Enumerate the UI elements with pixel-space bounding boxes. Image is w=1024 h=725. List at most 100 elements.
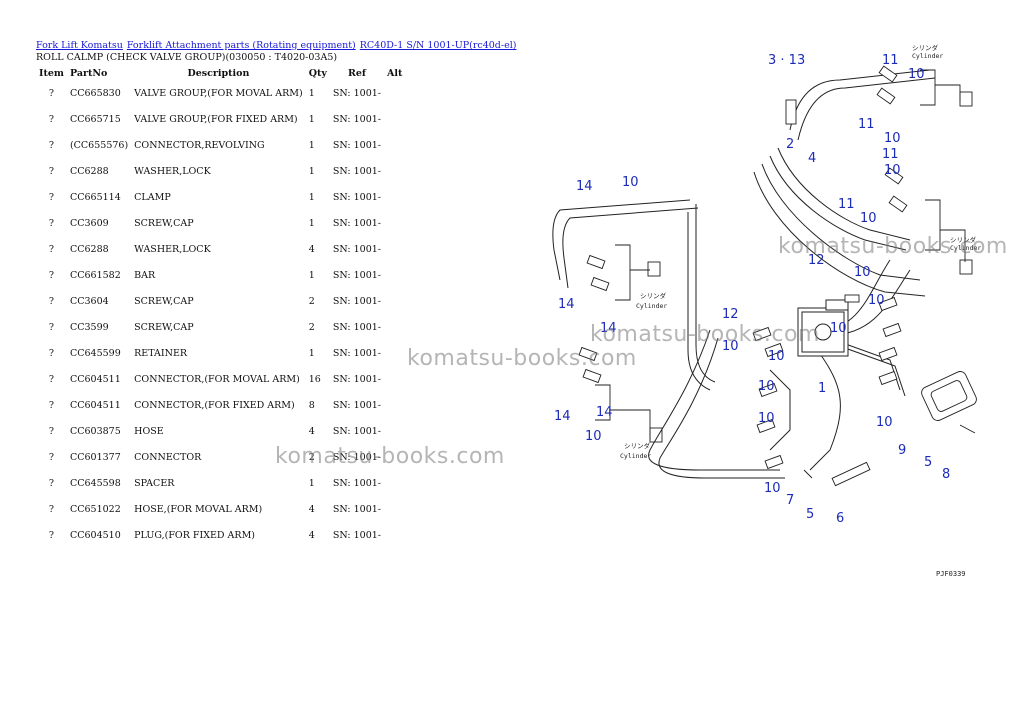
cell-description: HOSE xyxy=(134,425,164,437)
diagram-callout: 5 xyxy=(924,455,932,470)
diagram-callout: 5 xyxy=(806,507,814,522)
cell-partno: CC651022 xyxy=(69,503,121,515)
cell-ref: SN: 1001- xyxy=(332,321,381,333)
cell-qty: 1 xyxy=(308,477,315,489)
cylinder-label-jp-3: シリンダ xyxy=(640,291,667,300)
table-row: ? CC603875 HOSE 4 SN: 1001- xyxy=(36,418,405,444)
cell-description: SCREW,CAP xyxy=(134,321,194,333)
cylinder-label-jp-1: シリンダ xyxy=(912,43,939,52)
cell-qty: 1 xyxy=(308,165,315,177)
cell-ref: SN: 1001- xyxy=(332,425,381,437)
cell-ref: SN: 1001- xyxy=(332,347,381,359)
cell-partno: CC665715 xyxy=(69,113,121,125)
drawing-code: PJF0339 xyxy=(936,570,966,578)
cell-qty: 1 xyxy=(308,87,315,99)
breadcrumb-link-model[interactable]: RC40D-1 S/N 1001-UP(rc40d-el) xyxy=(359,40,517,51)
cell-item: ? xyxy=(48,217,55,229)
cell-alt xyxy=(384,496,405,522)
cell-description: CONNECTOR,REVOLVING xyxy=(134,139,265,151)
diagram-callout: 12 xyxy=(722,307,739,322)
cell-partno: CC604511 xyxy=(69,399,121,411)
cell-partno: CC6288 xyxy=(69,165,109,177)
diagram-callout: 14 xyxy=(558,297,575,312)
breadcrumb-link-section[interactable]: Forklift Attachment parts (Rotating equi… xyxy=(126,40,356,51)
cell-item: ? xyxy=(48,139,55,151)
cell-item: ? xyxy=(48,165,55,177)
cell-alt xyxy=(384,158,405,184)
cell-item: ? xyxy=(48,425,55,437)
cell-ref: SN: 1001- xyxy=(332,87,381,99)
diagram-callout: 7 xyxy=(786,493,794,508)
cell-alt xyxy=(384,210,405,236)
cell-ref: SN: 1001- xyxy=(332,399,381,411)
cell-description: RETAINER xyxy=(134,347,188,359)
cell-description: CONNECTOR xyxy=(134,451,202,463)
diagram-callout: 10 xyxy=(768,349,785,364)
cell-ref: SN: 1001- xyxy=(332,477,381,489)
cell-qty: 2 xyxy=(308,295,315,307)
cell-partno: CC665114 xyxy=(69,191,121,203)
cell-partno: CC645599 xyxy=(69,347,121,359)
column-header-ref: Ref xyxy=(347,67,366,79)
cell-item: ? xyxy=(48,113,55,125)
cell-qty: 8 xyxy=(308,399,315,411)
cell-description: WASHER,LOCK xyxy=(134,165,211,177)
cell-partno: CC661582 xyxy=(69,269,121,281)
diagram-callout: 10 xyxy=(830,321,847,336)
cell-alt xyxy=(384,392,405,418)
cell-description: SPACER xyxy=(134,477,175,489)
cell-description: VALVE GROUP,(FOR MOVAL ARM) xyxy=(134,87,303,99)
cell-alt xyxy=(384,418,405,444)
diagram-callout: 11 xyxy=(882,147,899,162)
cell-partno: CC601377 xyxy=(69,451,121,463)
diagram-callout: 6 xyxy=(836,511,844,526)
diagram-callout: 10 xyxy=(722,339,739,354)
breadcrumb-link-category[interactable]: Fork Lift Komatsu xyxy=(36,40,123,51)
cell-alt xyxy=(384,314,405,340)
diagram-callout: 10 xyxy=(884,163,901,178)
cell-alt xyxy=(384,522,405,548)
cylinder-label-1: Cylinder xyxy=(912,52,943,60)
cell-partno: CC3609 xyxy=(69,217,109,229)
cell-ref: SN: 1001- xyxy=(332,503,381,515)
cell-item: ? xyxy=(48,87,55,99)
diagram-callout: 10 xyxy=(876,415,893,430)
cell-partno: CC603875 xyxy=(69,425,121,437)
cell-partno: CC645598 xyxy=(69,477,121,489)
cell-qty: 4 xyxy=(308,425,315,437)
cell-description: SCREW,CAP xyxy=(134,295,194,307)
cell-item: ? xyxy=(48,295,55,307)
diagram-callout: 10 xyxy=(860,211,877,226)
diagram-callout: 10 xyxy=(764,481,781,496)
cell-ref: SN: 1001- xyxy=(332,139,381,151)
cell-alt xyxy=(384,80,405,106)
diagram-callout: 3 · 13 xyxy=(768,53,805,68)
diagram-callout: 9 xyxy=(898,443,906,458)
cell-alt xyxy=(384,366,405,392)
diagram-callout: 14 xyxy=(600,321,617,336)
diagram-callout: 1 xyxy=(818,381,826,396)
diagram-callout: 10 xyxy=(868,293,885,308)
cell-qty: 2 xyxy=(308,451,315,463)
cell-alt xyxy=(384,340,405,366)
column-header-partno: PartNo xyxy=(69,67,108,79)
cell-ref: SN: 1001- xyxy=(332,451,381,463)
cylinder-label-4: Cylinder xyxy=(620,452,651,460)
cell-ref: SN: 1001- xyxy=(332,113,381,125)
cell-description: CLAMP xyxy=(134,191,171,203)
diagram-callout: 10 xyxy=(758,411,775,426)
cylinder-label-jp-2: シリンダ xyxy=(950,235,977,244)
cell-ref: SN: 1001- xyxy=(332,295,381,307)
cell-partno: (CC655576) xyxy=(69,139,129,151)
cell-description: WASHER,LOCK xyxy=(134,243,211,255)
cell-alt xyxy=(384,184,405,210)
